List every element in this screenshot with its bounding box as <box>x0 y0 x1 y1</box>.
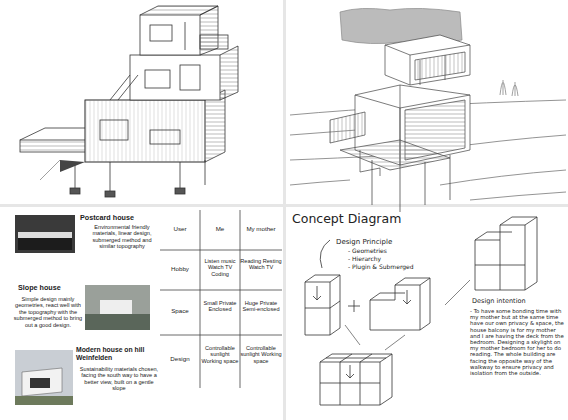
table-cell: Small Private Enclosed <box>200 300 240 313</box>
table-cell: Reading Resting Watch TV <box>240 258 282 271</box>
principle-item: - Hierarchy <box>348 256 428 263</box>
precedent-heading: Modern house on hill Weinfelden <box>76 346 160 362</box>
principle-heading: Design Principle <box>336 238 426 246</box>
principle-item: - Plugin & Submerged <box>348 264 438 271</box>
table-cell: My mother <box>240 225 282 232</box>
table-cell: Listen music Watch TV Coding <box>200 258 240 277</box>
table-cell: Huge Private Semi-enclosed <box>240 300 282 313</box>
precedent-heading: Postcard house <box>80 214 190 222</box>
principle-item: - Geometries <box>348 248 428 255</box>
table-cell: Controllable sunlight Working space <box>240 345 282 364</box>
table-cell: Design <box>160 355 200 362</box>
table-cell: Controllable sunlight Working space <box>200 345 240 364</box>
precedent-text: Simple design mainly geometries, react w… <box>12 296 84 328</box>
intention-heading: Design intention <box>472 298 562 305</box>
table-cell: User <box>160 225 200 232</box>
table-cell: Space <box>160 307 200 314</box>
table-cell: Me <box>200 225 240 232</box>
precedent-heading: Slope house <box>18 284 84 292</box>
precedent-text: Environmental friendly materials, linear… <box>84 224 160 250</box>
precedent-text: Sustainability materials chosen, facing … <box>78 366 160 392</box>
section-heading: Concept Diagram <box>292 212 412 226</box>
intention-text: - To have some bonding time with my moth… <box>470 308 564 376</box>
table-cell: Hobby <box>160 265 200 272</box>
